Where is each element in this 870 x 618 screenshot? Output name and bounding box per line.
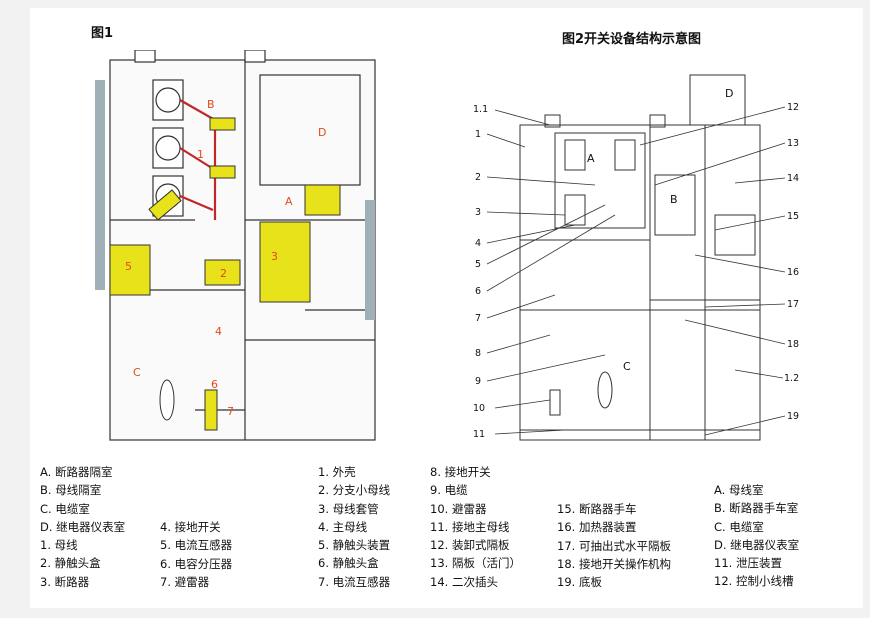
callout-1-2: 1.2: [784, 373, 799, 384]
fig1-label-1: 1: [197, 148, 204, 161]
callout-16: 16: [787, 267, 799, 278]
legend-item: 6. 电容分压器: [160, 556, 233, 571]
legend-col-2: 4. 接地开关 5. 电流互感器 6. 电容分压器 7. 避雷器: [160, 518, 232, 591]
legend-item: 1. 母线: [40, 538, 78, 553]
callout-4: 4: [475, 238, 481, 249]
callout-7: 7: [475, 313, 481, 324]
legend-item: 9. 电缆: [430, 483, 468, 498]
legend-item: 15. 断路器手车: [557, 502, 637, 516]
callout-14: 14: [787, 173, 799, 184]
fig2-label-A: A: [587, 152, 595, 165]
legend-item: B. 断路器手车室: [714, 501, 799, 516]
fig1-label-A: A: [285, 195, 293, 208]
legend-col-3: 1. 外壳 2. 分支小母线 3. 母线套管 4. 主母线 5. 静触头装置 6…: [318, 463, 390, 591]
callout-10: 10: [473, 403, 485, 414]
legend-item: D. 继电器仪表室: [714, 537, 800, 552]
figure1-title: 图1: [91, 26, 114, 41]
legend-col-4: 8. 接地开关 9. 电缆 10. 避雷器 11. 接地主母线 12. 装卸式隔…: [430, 463, 521, 591]
fig1-label-6: 6: [211, 378, 218, 391]
legend-item: 2. 静触头盒: [40, 556, 101, 571]
legend-item: B. 母线隔室: [40, 483, 102, 498]
legend-item: 1. 外壳: [318, 465, 356, 479]
legend-item: 17. 可抽出式水平隔板: [557, 538, 671, 553]
fig2-label-C: C: [623, 360, 631, 373]
callout-6: 6: [475, 286, 481, 297]
callout-13: 13: [787, 138, 799, 149]
fig1-label-B: B: [207, 98, 215, 111]
legend-item: 4. 接地开关: [160, 520, 221, 534]
legend-item: 11. 泄压装置: [714, 556, 782, 571]
legend-item: 5. 静触头装置: [318, 538, 391, 553]
fig1-label-4: 4: [215, 325, 222, 338]
legend-item: 13. 隔板（活门）: [430, 556, 521, 571]
callout-8: 8: [475, 348, 481, 359]
fig1-label-5: 5: [125, 260, 132, 273]
fig1-label-D: D: [318, 126, 326, 139]
figure1-diagram: B 1 D A 3 5 2 4 C 6 7: [95, 50, 376, 441]
callout-11: 11: [473, 429, 485, 440]
legend-item: A. 母线室: [714, 483, 764, 497]
legend-col-5: 15. 断路器手车 16. 加热器装置 17. 可抽出式水平隔板 18. 接地开…: [557, 500, 671, 591]
fig1-label-7: 7: [227, 405, 234, 418]
fig1-label-3: 3: [271, 250, 278, 263]
callout-9: 9: [475, 376, 481, 387]
callout-17: 17: [787, 299, 799, 310]
legend-item: 14. 二次插头: [430, 574, 498, 589]
legend-item: 3. 断路器: [40, 574, 90, 589]
legend-col-1: A. 断路器隔室 B. 母线隔室 C. 电缆室 D. 继电器仪表室 1. 母线 …: [40, 463, 125, 591]
callout-1-1: 1.1: [473, 104, 488, 115]
callout-1: 1: [475, 129, 481, 140]
legend-item: D. 继电器仪表室: [40, 519, 126, 534]
legend-item: 12. 装卸式隔板: [430, 538, 510, 553]
figure2-diagram: A B C D 1.1 1 2 3 4 5 6 7 8 9 10 11 12 1…: [473, 74, 799, 441]
callout-18: 18: [787, 339, 799, 350]
legend-item: 7. 避雷器: [160, 574, 210, 589]
callout-2: 2: [475, 172, 481, 183]
legend-item: C. 电缆室: [40, 501, 90, 516]
legend-item: 18. 接地开关操作机构: [557, 556, 671, 571]
legend-item: 4. 主母线: [318, 519, 368, 534]
fig2-label-B: B: [670, 193, 678, 206]
callout-3: 3: [475, 207, 481, 218]
legend-item: 6. 静触头盒: [318, 556, 379, 571]
callout-12: 12: [787, 102, 799, 113]
legend-item: 16. 加热器装置: [557, 520, 637, 535]
legend-item: 7. 电流互感器: [318, 574, 391, 589]
fig1-label-C: C: [133, 366, 141, 379]
legend-item: 11. 接地主母线: [430, 519, 510, 534]
legend-item: C. 电缆室: [714, 519, 764, 534]
callout-5: 5: [475, 259, 481, 270]
legend-item: 19. 底板: [557, 575, 602, 590]
legend-item: 5. 电流互感器: [160, 538, 233, 553]
callout-15: 15: [787, 211, 799, 222]
legend-item: 10. 避雷器: [430, 501, 487, 516]
legend-col-6: A. 母线室 B. 断路器手车室 C. 电缆室 D. 继电器仪表室 11. 泄压…: [714, 481, 799, 591]
fig1-label-2: 2: [220, 267, 227, 280]
figure2-title: 图2开关设备结构示意图: [562, 32, 702, 47]
callout-19: 19: [787, 411, 799, 422]
legend-item: 3. 母线套管: [318, 501, 379, 516]
fig2-label-D: D: [725, 87, 733, 100]
legend-item: 8. 接地开关: [430, 465, 491, 479]
legend-item: A. 断路器隔室: [40, 465, 113, 479]
legend-item: 12. 控制小线槽: [714, 574, 794, 589]
legend-item: 2. 分支小母线: [318, 483, 391, 498]
